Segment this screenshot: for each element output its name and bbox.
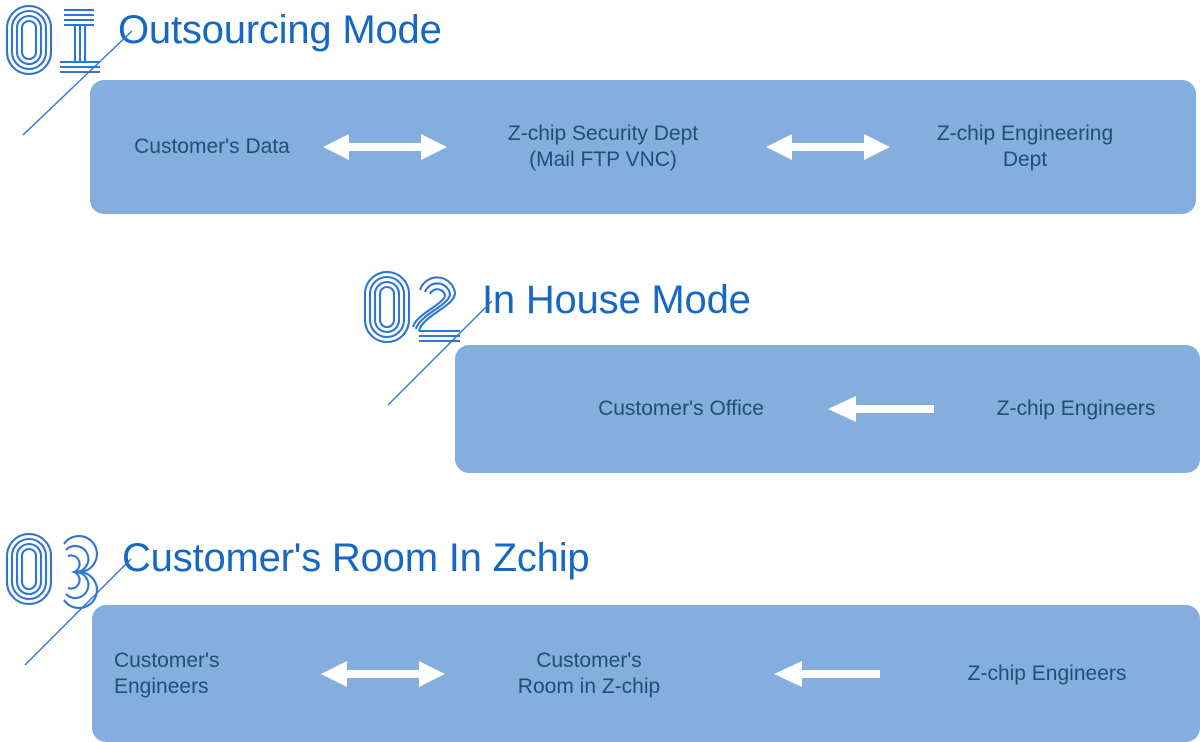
connector-single-arrow-left-02 — [786, 394, 976, 424]
flow-band-03: Customer's Engineers Customer's Room in … — [92, 605, 1200, 742]
flow-node-zchip-security-dept: Z-chip Security Dept (Mail FTP VNC) — [507, 122, 699, 171]
flow-node-customers-room-in-zchip: Customer's Room in Z-chip — [517, 648, 661, 698]
flow-node-customers-engineers: Customer's Engineers — [114, 648, 220, 698]
section-title-03: Customer's Room In Zchip — [122, 536, 590, 580]
connector-single-arrow-left-03 — [712, 659, 942, 689]
flow-band-01: Customer's Data Z-chip Security Dept (Ma… — [90, 80, 1196, 214]
flow-node-customers-data: Customer's Data — [134, 135, 290, 159]
flow-node-zchip-engineering-dept: Z-chip Engineering Dept — [936, 122, 1114, 171]
section-title-01: Outsourcing Mode — [118, 8, 442, 52]
flow-node-customers-office: Customer's Office — [598, 397, 764, 421]
section-title-02: In House Mode — [482, 278, 751, 322]
section-number-03 — [2, 530, 114, 612]
connector-double-arrow-01a — [310, 132, 460, 162]
flow-band-02: Customer's Office Z-chip Engineers — [455, 345, 1200, 473]
flow-node-zchip-engineers-02: Z-chip Engineers — [996, 397, 1156, 421]
connector-double-arrow-03a — [300, 659, 466, 689]
leader-line-03 — [22, 556, 134, 668]
flow-node-zchip-engineers-03: Z-chip Engineers — [967, 661, 1127, 685]
leader-line-01 — [20, 28, 135, 138]
connector-double-arrow-01b — [746, 132, 910, 162]
section-number-02 — [360, 268, 472, 348]
section-number-01 — [2, 2, 110, 78]
leader-line-02 — [385, 298, 495, 408]
